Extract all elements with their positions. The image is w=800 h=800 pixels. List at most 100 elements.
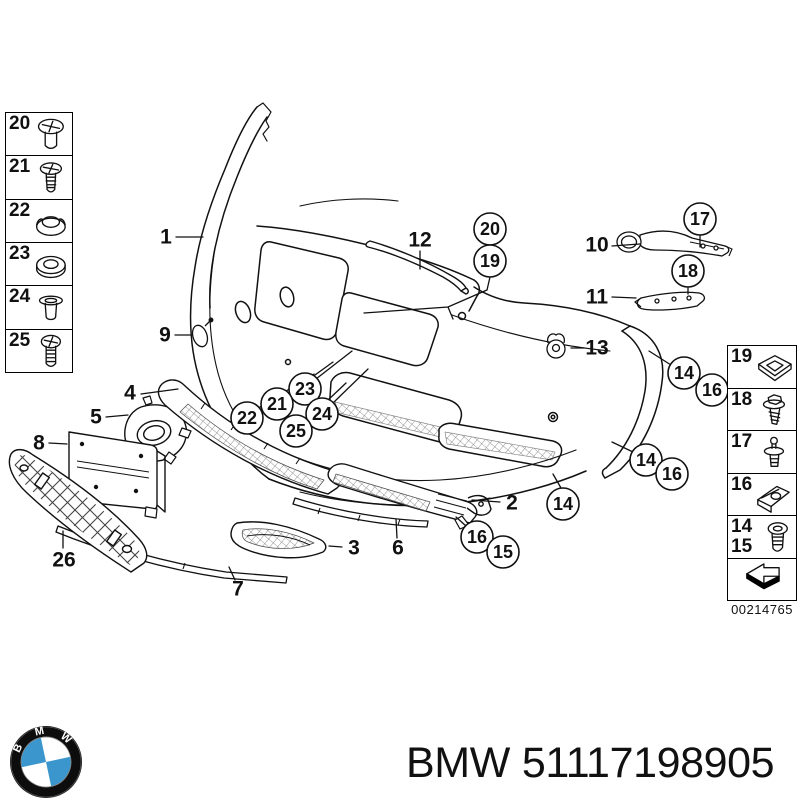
label-6: 6 — [392, 537, 404, 560]
callout-14: 14 — [629, 443, 663, 477]
label-12: 12 — [408, 229, 431, 252]
part-1-bumper-cover — [189, 102, 664, 507]
callout-17: 17 — [683, 202, 717, 236]
svg-text:14: 14 — [553, 494, 573, 514]
legend-number: 20 — [9, 113, 31, 134]
legend-item-14-15: 14 15 — [728, 516, 796, 559]
svg-text:15: 15 — [493, 542, 513, 562]
hex-washer-screw-icon — [762, 394, 786, 425]
blind-rivet-icon — [38, 295, 63, 320]
label-5: 5 — [90, 406, 102, 429]
legend-number: 15 — [731, 536, 753, 557]
label-26: 26 — [52, 549, 75, 572]
washer-icon — [35, 256, 66, 279]
part-8-plate-base — [68, 431, 166, 519]
label-7: 7 — [232, 578, 244, 601]
left-fastener-panel: 20 21 22 23 24 25 — [5, 112, 73, 373]
callout-25: 25 — [279, 414, 313, 448]
svg-text:22: 22 — [237, 408, 257, 428]
svg-text:16: 16 — [467, 527, 487, 547]
legend-item-18: 18 — [728, 388, 796, 431]
part-11-bracket — [634, 291, 706, 311]
diagram-code: 00214765 — [731, 602, 793, 617]
label-3: 3 — [348, 537, 360, 560]
callout-16: 16 — [695, 373, 729, 407]
label-8: 8 — [33, 432, 45, 455]
callout-21: 21 — [260, 387, 294, 421]
part-13-clip — [546, 333, 566, 359]
callout-23: 23 — [288, 372, 322, 406]
pan-head-screw-icon — [37, 119, 64, 150]
svg-text:25: 25 — [286, 421, 306, 441]
label-10: 10 — [585, 234, 608, 257]
legend-item-24: 24 — [6, 286, 72, 330]
callout-14: 14 — [667, 356, 701, 390]
legend-item-arrow — [728, 559, 796, 601]
svg-text:23: 23 — [295, 379, 315, 399]
legend-item-16: 16 — [728, 473, 796, 516]
callout-22: 22 — [230, 401, 264, 435]
callout-19: 19 — [473, 244, 507, 278]
legend-number: 21 — [9, 156, 31, 178]
legend-number: 19 — [731, 346, 753, 367]
part-12-seal-strip — [365, 240, 469, 295]
label-2: 2 — [506, 492, 518, 515]
part-10-bracket — [616, 230, 733, 257]
svg-text:17: 17 — [690, 209, 710, 229]
callout-24: 24 — [305, 397, 339, 431]
legend-number: 23 — [9, 242, 31, 264]
svg-text:16: 16 — [702, 380, 722, 400]
legend-number: 16 — [731, 473, 753, 495]
legend-number: 18 — [731, 388, 753, 410]
direction-arrow-icon — [746, 563, 780, 590]
clip-nut-icon — [758, 354, 792, 381]
label-4: 4 — [124, 382, 136, 405]
part-9-cap — [191, 317, 214, 348]
svg-text:14: 14 — [674, 363, 694, 383]
spring-nut-icon — [757, 485, 790, 513]
svg-text:21: 21 — [267, 394, 287, 414]
label-13: 13 — [585, 337, 608, 360]
legend-item-25: 25 — [6, 330, 72, 372]
part-26-impact-absorber — [8, 448, 148, 573]
oval-head-screw-icon — [39, 161, 63, 193]
legend-item-21: 21 — [6, 156, 72, 200]
right-fastener-panel: 19 18 17 16 14 15 — [727, 345, 797, 601]
legend-item-23: 23 — [6, 242, 72, 287]
svg-text:18: 18 — [678, 261, 698, 281]
callout-20: 20 — [473, 212, 507, 246]
label-1: 1 — [160, 226, 172, 249]
svg-text:24: 24 — [312, 404, 332, 424]
callout-14: 14 — [546, 487, 580, 521]
callout-18: 18 — [671, 254, 705, 288]
grommet-icon — [35, 216, 66, 236]
svg-text:14: 14 — [636, 450, 656, 470]
svg-text:19: 19 — [480, 251, 500, 271]
legend-item-19: 19 — [728, 346, 796, 389]
logo-letter-m: M — [34, 725, 45, 739]
expansion-rivet-icon — [763, 436, 785, 467]
label-11: 11 — [586, 286, 609, 309]
callout-16: 16 — [460, 520, 494, 554]
legend-number: 22 — [9, 199, 31, 221]
callout-15: 15 — [486, 535, 520, 569]
part-3-outer-grille — [230, 521, 327, 559]
part-number: 51117198905 — [521, 739, 775, 787]
svg-text:20: 20 — [480, 219, 500, 239]
brand-name: BMW — [406, 739, 510, 787]
svg-text:16: 16 — [662, 464, 682, 484]
legend-item-22: 22 — [6, 200, 72, 243]
threaded-screw-icon — [40, 334, 62, 367]
part-2-side-grille — [327, 463, 492, 530]
callout-16: 16 — [655, 457, 689, 491]
legend-item-17: 17 — [728, 431, 796, 474]
legend-number: 17 — [731, 431, 753, 452]
legend-number: 25 — [9, 329, 31, 351]
legend-item-20: 20 — [6, 113, 72, 157]
legend-number: 14 — [731, 516, 753, 537]
label-9: 9 — [159, 324, 171, 347]
part-6-trim-strip — [292, 497, 429, 528]
